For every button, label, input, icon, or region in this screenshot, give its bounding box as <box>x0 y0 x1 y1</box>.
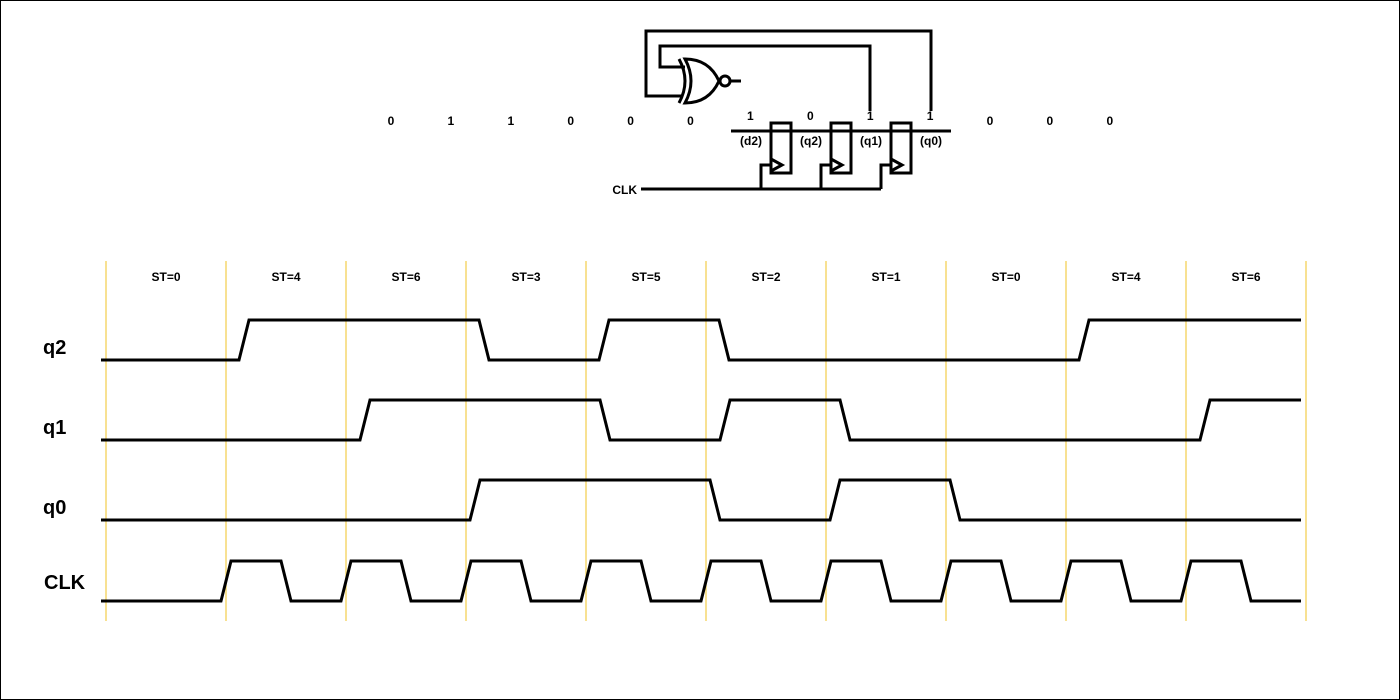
register-label: (d2) <box>740 134 762 148</box>
state-label: ST=4 <box>271 270 300 284</box>
signal-label-q2: q2 <box>43 337 66 359</box>
bit-value: 0 <box>567 114 574 128</box>
bit-value: 1 <box>448 114 455 128</box>
state-label: ST=6 <box>391 270 420 284</box>
signal-label-q1: q1 <box>43 417 66 439</box>
signal-label-q0: q0 <box>43 497 66 519</box>
bit-value: 0 <box>1047 114 1054 128</box>
bit-value: 0 <box>687 114 694 128</box>
bit-value: 0 <box>987 114 994 128</box>
register-label: (q1) <box>860 134 882 148</box>
state-label: ST=6 <box>1231 270 1260 284</box>
flip-flop-d2 <box>769 121 793 175</box>
waveform-q1 <box>101 398 1301 442</box>
state-label: ST=3 <box>511 270 540 284</box>
flip-flop-q1 <box>829 121 853 175</box>
bit-value: 0 <box>627 114 634 128</box>
waveform-q0 <box>101 478 1301 522</box>
bit-value: 0 <box>807 109 814 123</box>
state-label: ST=2 <box>751 270 780 284</box>
bit-stream: 0 1 1 0 0 0 1 0 1 1 0 0 0 <box>388 109 1114 128</box>
state-label: ST=5 <box>631 270 660 284</box>
bit-value: 1 <box>507 114 514 128</box>
state-label: ST=1 <box>871 270 900 284</box>
register-label: (q2) <box>800 134 822 148</box>
feedback-wire-q1 <box>658 44 872 111</box>
waveform-clk <box>101 559 1301 603</box>
lfsr-circuit <box>641 29 951 191</box>
register-label: (q0) <box>920 134 942 148</box>
waveform-q2 <box>101 318 1301 362</box>
bit-value: 1 <box>867 109 874 123</box>
state-labels: ST=0 ST=4 ST=6 ST=3 ST=5 ST=2 ST=1 ST=0 ST=4 ST=6 <box>151 270 1260 284</box>
bit-value: 0 <box>1106 114 1113 128</box>
state-label: ST=4 <box>1111 270 1140 284</box>
state-label: ST=0 <box>991 270 1020 284</box>
bit-value: 0 <box>388 114 395 128</box>
xnor-gate-icon <box>677 57 741 105</box>
bit-value: 1 <box>927 109 934 123</box>
clock-wire <box>641 163 891 191</box>
flip-flop-q0 <box>889 121 913 175</box>
state-label: ST=0 <box>151 270 180 284</box>
feedback-wire-q0 <box>644 29 933 111</box>
register-labels: (d2) (q2) (q1) (q0) <box>740 134 942 148</box>
signal-label-clk: CLK <box>44 572 86 594</box>
circuit-clock-label: CLK <box>612 183 637 197</box>
bit-value: 1 <box>747 109 754 123</box>
